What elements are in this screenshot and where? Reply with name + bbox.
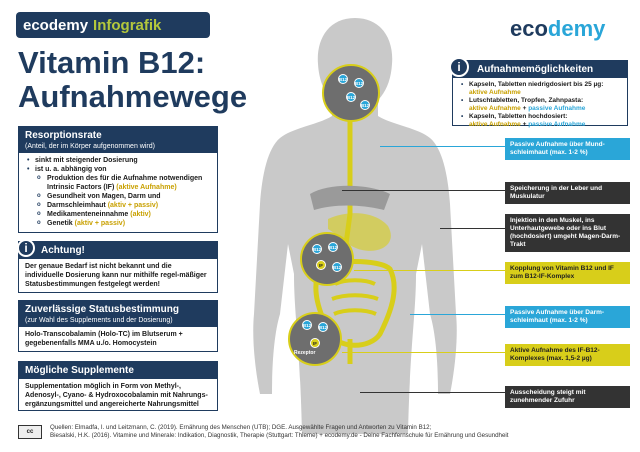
- status-title: Zuverlässige Statusbestimmung: [25, 304, 179, 315]
- status-header: Zuverlässige Statusbestimmung (zur Wahl …: [19, 301, 217, 327]
- resorption-box: Resorptionsrate (Anteil, der im Körper a…: [18, 126, 218, 233]
- if-molecule: IF: [316, 260, 326, 270]
- resorption-item-tag: (aktiv + passiv): [107, 202, 159, 209]
- aufnahme-item-tag: aktive Aufnahme: [469, 121, 521, 128]
- footer-sources: Quellen: Elmadfa, I. und Leitzmann, C. (…: [50, 424, 640, 440]
- resorption-item-text: Medikamenteneinnahme: [47, 211, 129, 218]
- b12-molecule: B12: [328, 242, 338, 252]
- title-line-1: Vitamin B12:: [18, 45, 206, 80]
- resorption-item-text: sinkt mit steigender Dosierung: [35, 157, 138, 164]
- aufnahme-title: Aufnahmemöglichkeiten: [453, 61, 627, 78]
- info-box-kopplung: Kopplung von Vitamin B12 und IF zum B12-…: [505, 262, 630, 284]
- aufnahme-item: Lutschtabletten, Tropfen, Zahnpasta:akti…: [459, 97, 621, 113]
- resorption-item-text: Darmschleimhaut: [47, 202, 106, 209]
- leader-line: [440, 228, 505, 229]
- b12-molecule: B12: [338, 74, 348, 84]
- resorption-item: Medikamenteneinnahme (aktiv): [25, 210, 211, 219]
- b12-molecule: B12: [346, 92, 356, 102]
- mouth-detail-circle: B12 B12 B12 B12: [322, 64, 380, 122]
- brand-tag: Infografik: [93, 16, 162, 34]
- info-box-darmschleimhaut: Passive Aufnahme über Darm-schleimhaut (…: [505, 306, 630, 328]
- logo-part-2: demy: [547, 16, 606, 41]
- aufnahme-item-text: Lutschtabletten, Tropfen, Zahnpasta:: [469, 97, 584, 104]
- supplemente-box: Mögliche Supplemente Supplementation mög…: [18, 361, 218, 411]
- stomach-detail-circle: B12 B12 IF B12: [300, 232, 354, 286]
- status-box: Zuverlässige Statusbestimmung (zur Wahl …: [18, 300, 218, 352]
- supplemente-title: Mögliche Supplemente: [19, 362, 217, 379]
- resorption-title: Resorptionsrate: [25, 130, 102, 141]
- resorption-item: ist u. a. abhängig von: [25, 165, 211, 174]
- info-icon: i: [17, 239, 35, 257]
- b12-molecule: B12: [318, 322, 328, 332]
- resorption-item-text: Genetik: [47, 220, 73, 227]
- supplemente-text: Supplementation möglich in Form von Meth…: [25, 383, 208, 408]
- leader-line: [342, 352, 505, 353]
- b12-molecule: B12: [360, 100, 370, 110]
- plus-sign: +: [520, 105, 529, 112]
- info-box-mundschleimhaut: Passive Aufnahme über Mund-schleimhaut (…: [505, 138, 630, 160]
- resorption-item: Genetik (aktiv + passiv): [25, 219, 211, 228]
- aufnahme-item: Kapseln, Tabletten niedrigdosiert bis 25…: [459, 81, 621, 97]
- resorption-list: sinkt mit steigender Dosierung ist u. a. …: [25, 156, 211, 228]
- if-molecule: IF: [310, 338, 320, 348]
- achtung-header: Achtung!: [19, 242, 217, 259]
- footer-line-1: Quellen: Elmadfa, I. und Leitzmann, C. (…: [50, 424, 432, 431]
- leader-line: [410, 314, 505, 315]
- title-line-2: Aufnahmewege: [18, 79, 248, 114]
- rezeptor-label: Rezeptor: [294, 350, 316, 356]
- ecodemy-logo: ecodemy: [510, 16, 605, 42]
- achtung-title: Achtung!: [41, 245, 85, 256]
- achtung-text: Der genaue Bedarf ist nicht bekannt und …: [25, 263, 207, 288]
- leader-line: [380, 146, 505, 147]
- b12-molecule: B12: [332, 262, 342, 272]
- status-text: Holo-Transcobalamin (Holo-TC) im Blutser…: [25, 331, 183, 347]
- info-box-aktive-aufnahme: Aktive Aufnahme des IF-B12-Komplexes (ma…: [505, 344, 630, 366]
- aufnahme-item-tag: passive Aufnahme: [528, 121, 586, 128]
- resorption-item: sinkt mit steigender Dosierung: [25, 156, 211, 165]
- aufnahme-item: Kapseln, Tabletten hochdosiert:aktive Au…: [459, 113, 621, 129]
- achtung-box: Achtung! i Der genaue Bedarf ist nicht b…: [17, 239, 218, 293]
- leader-line: [342, 190, 505, 191]
- b12-molecule: B12: [312, 244, 322, 254]
- resorption-item-text: Gesundheit von Magen, Darm und: [47, 193, 161, 200]
- info-box-injektion: Injektion in den Muskel, ins Unterhautge…: [505, 214, 630, 252]
- leader-line: [354, 270, 505, 271]
- aufnahme-item-text: Kapseln, Tabletten hochdosiert:: [469, 113, 568, 120]
- footer-line-2: Biesalski, H.K. (2016). Vitamine und Min…: [50, 432, 509, 439]
- resorption-header: Resorptionsrate (Anteil, der im Körper a…: [19, 127, 217, 153]
- resorption-item-text: ist u. a. abhängig von: [35, 166, 107, 173]
- resorption-item: Darmschleimhaut (aktiv + passiv): [25, 201, 211, 210]
- resorption-item: Produktion des für die Aufnahme notwendi…: [25, 174, 211, 192]
- info-icon: i: [449, 57, 469, 77]
- page-title: Vitamin B12: Aufnahmewege: [18, 46, 247, 114]
- aufnahme-box: Aufnahmemöglichkeiten i Kapseln, Tablett…: [449, 57, 628, 128]
- brand-name: ecodemy: [23, 16, 89, 34]
- resorption-item-text: Produktion des für die Aufnahme notwendi…: [47, 175, 203, 191]
- cc-license-icon: cc: [18, 425, 42, 439]
- aufnahme-body: Kapseln, Tabletten niedrigdosiert bis 25…: [453, 78, 627, 132]
- logo-part-1: eco: [510, 16, 548, 41]
- b12-molecule: B12: [354, 78, 364, 88]
- resorption-item-tag: (aktive Aufnahme): [116, 184, 177, 191]
- aufnahme-item-tag: passive Aufnahme: [528, 105, 586, 112]
- resorption-item-tag: (aktiv + passiv): [74, 220, 126, 227]
- leader-line: [360, 392, 505, 393]
- status-subtitle: (zur Wahl des Supplements und der Dosier…: [25, 317, 173, 324]
- brand-header: ecodemy Infografik: [16, 12, 210, 38]
- resorption-item-tag: (aktiv): [130, 211, 151, 218]
- aufnahme-item-text: Kapseln, Tabletten niedrigdosiert bis 25…: [469, 81, 604, 88]
- aufnahme-item-tag: aktive Aufnahme: [469, 89, 521, 96]
- resorption-item: Gesundheit von Magen, Darm und: [25, 192, 211, 201]
- resorption-body: sinkt mit steigender Dosierung ist u. a. …: [19, 153, 217, 231]
- b12-molecule: B12: [302, 320, 312, 330]
- plus-sign: +: [520, 121, 529, 128]
- info-box-ausscheidung: Ausscheidung steigt mit zunehmender Zufu…: [505, 386, 630, 408]
- resorption-subtitle: (Anteil, der im Körper aufgenommen wird): [25, 143, 155, 150]
- aufnahme-item-tag: aktive Aufnahme: [469, 105, 521, 112]
- intestine-detail-circle: B12 B12 IF Rezeptor: [288, 312, 342, 366]
- info-box-speicherung: Speicherung in der Leber und Muskulatur: [505, 182, 630, 204]
